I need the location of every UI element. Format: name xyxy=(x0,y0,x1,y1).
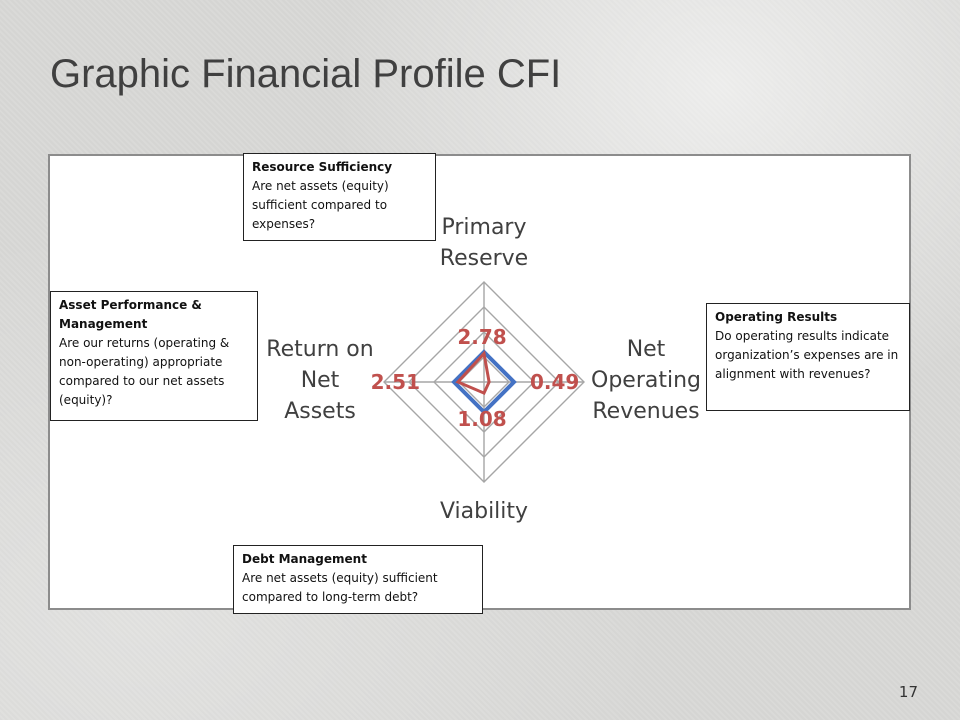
callout-body: Do operating results indicate organizati… xyxy=(715,329,899,381)
callout-asset-performance: Asset Performance & Management Are our r… xyxy=(50,291,258,421)
callout-body: Are net assets (equity) sufficient compa… xyxy=(242,571,438,604)
callout-resource-sufficiency: Resource Sufficiency Are net assets (equ… xyxy=(243,153,436,241)
page-number: 17 xyxy=(898,683,918,701)
callout-operating-results: Operating Results Do operating results i… xyxy=(706,303,910,411)
data-label-viability: 1.08 xyxy=(457,407,506,431)
slide-title: Graphic Financial Profile CFI xyxy=(50,52,562,96)
callout-title: Debt Management xyxy=(242,552,367,566)
data-label-net-operating-revenues: 0.49 xyxy=(530,370,579,394)
axis-label-viability: Viability xyxy=(440,499,528,524)
callout-title: Asset Performance & Management xyxy=(59,298,202,331)
series-line-red xyxy=(455,350,491,396)
data-label-return-on-net-assets: 2.51 xyxy=(371,370,420,394)
series-line-blue xyxy=(451,349,517,415)
callout-debt-management: Debt Management Are net assets (equity) … xyxy=(233,545,483,614)
callout-body: Are our returns (operating & non-operati… xyxy=(59,336,230,407)
data-label-primary-reserve: 2.78 xyxy=(457,325,506,349)
callout-body: Are net assets (equity) sufficient compa… xyxy=(252,179,389,231)
callout-title: Resource Sufficiency xyxy=(252,160,393,174)
callout-title: Operating Results xyxy=(715,310,838,324)
